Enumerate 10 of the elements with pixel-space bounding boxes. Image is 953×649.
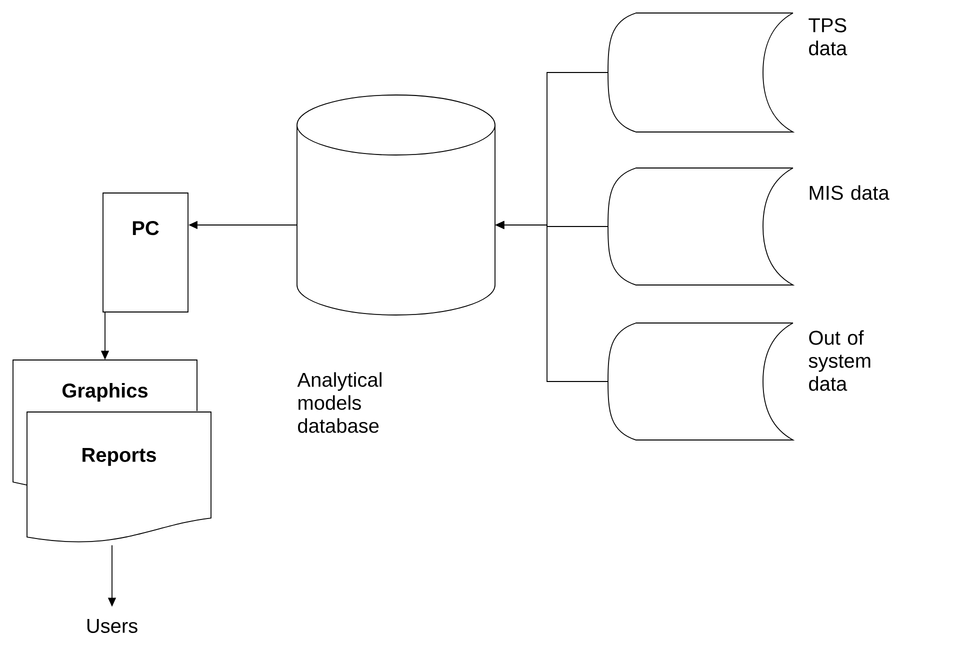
storage-shape [608, 168, 794, 286]
users-label: Users [87, 619, 138, 633]
storage-shape [608, 12, 794, 132]
storage-shape [608, 322, 794, 440]
node-caption: Out of system data [808, 330, 870, 391]
process-box: PC [102, 192, 188, 312]
node-caption: MIS data [810, 185, 890, 200]
node-caption: Analytical models database [297, 372, 382, 433]
database-cylinder [296, 94, 496, 316]
node-caption: TPS data [808, 18, 848, 56]
